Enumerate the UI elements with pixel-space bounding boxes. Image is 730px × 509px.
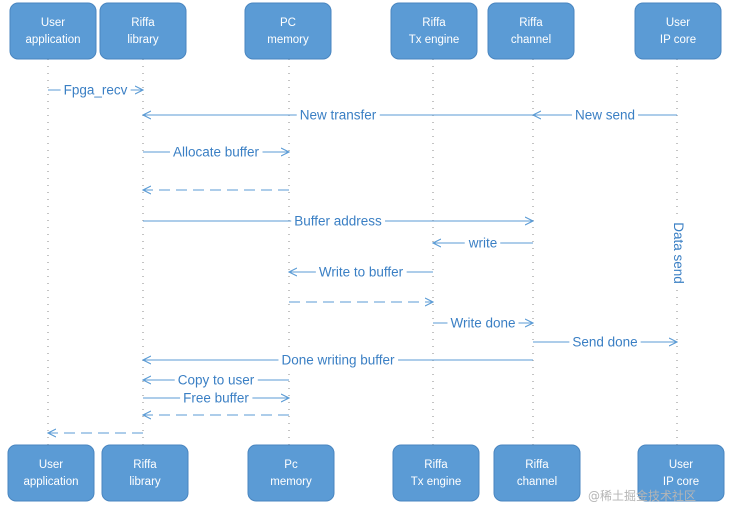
actor-top-label-line2: Tx engine (409, 34, 460, 46)
message-label-bg (180, 389, 253, 407)
actor-bottom-box (637, 444, 725, 502)
actor-bottom-label-line1: Riffa (133, 459, 157, 471)
actor-top-box (9, 2, 97, 60)
message-label: Write done (450, 316, 515, 331)
message-label: Write to buffer (319, 265, 404, 280)
actor-top-label-line1: Riffa (131, 17, 155, 29)
actor-top-label-line1: Riffa (519, 17, 543, 29)
data-send-note: Data send (671, 222, 686, 284)
actor-top-label-line2: IP core (660, 34, 696, 46)
actor-bottom-box (493, 444, 581, 502)
message-label: New send (575, 108, 635, 123)
actor-bottom-label-line1: Riffa (525, 459, 549, 471)
actor-top-riffa_chan: Riffa channel (487, 2, 575, 60)
message-label: Send done (572, 335, 637, 350)
message-label-bg (60, 81, 131, 99)
actor-bottom-label-line2: channel (517, 476, 557, 488)
actor-bottom-label-line2: memory (270, 476, 312, 488)
message-label: Copy to user (178, 373, 255, 388)
message-2: New transfer (143, 106, 533, 124)
actor-top-label-line1: User (41, 17, 65, 29)
actor-bottom-tx_engine: Riffa Tx engine (392, 444, 480, 502)
actor-bottom-label-line2: IP core (663, 476, 699, 488)
actor-top-ip_core: User IP core (634, 2, 722, 60)
message-9: Write done (433, 314, 533, 332)
message-label-bg (174, 371, 258, 389)
message-7: Write to buffer (289, 263, 433, 281)
message-label-bg (315, 263, 407, 281)
actor-bottom-label-line1: Riffa (424, 459, 448, 471)
actor-top-tx_engine: Riffa Tx engine (390, 2, 478, 60)
actor-bottom-ip_core: User IP core (637, 444, 725, 502)
actor-top-label-line2: application (26, 34, 81, 46)
message-label-bg (569, 333, 641, 351)
actor-top-box (634, 2, 722, 60)
message-label-bg (296, 106, 380, 124)
actor-top-box (487, 2, 575, 60)
actor-top-label-line1: PC (280, 17, 296, 29)
actor-top-user_app: User application (9, 2, 97, 60)
message-6: write (433, 234, 533, 252)
message-0: Fpga_recv (48, 81, 143, 99)
actor-bottom-label-line2: library (129, 476, 161, 488)
message-5: Buffer address (143, 212, 533, 230)
message-label-bg (447, 314, 519, 332)
actor-bottom-label-line1: Pc (284, 459, 298, 471)
message-label: Buffer address (294, 214, 382, 229)
actor-bottom-pc_mem: Pc memory (247, 444, 335, 502)
actor-bottom-label-line1: User (669, 459, 693, 471)
message-label-bg (464, 234, 501, 252)
actor-top-box (244, 2, 332, 60)
message-12: Copy to user (143, 371, 289, 389)
message-label: Fpga_recv (64, 83, 128, 98)
message-label: Allocate buffer (173, 145, 260, 160)
message-label: write (468, 236, 498, 251)
actors-top: User application Riffa library PC memory Riffa… (9, 2, 722, 60)
actor-top-box (99, 2, 187, 60)
watermark: @稀土掘金技术社区 (588, 488, 696, 503)
actor-bottom-box (101, 444, 189, 502)
actor-bottom-label-line2: application (24, 476, 79, 488)
actor-bottom-riffa_chan: Riffa channel (493, 444, 581, 502)
actor-top-label-line1: Riffa (422, 17, 446, 29)
message-label: Free buffer (183, 391, 249, 406)
message-label-bg (291, 212, 386, 230)
message-3: Allocate buffer (143, 143, 289, 161)
actor-bottom-label-line2: Tx engine (411, 476, 462, 488)
actors-bottom: User application Riffa library Pc memory Riffa… (7, 444, 725, 502)
message-label-bg (169, 143, 263, 161)
data-send-note-bg (666, 219, 682, 287)
actor-bottom-box (392, 444, 480, 502)
message-11: Done writing buffer (143, 351, 533, 369)
actor-bottom-riffa_lib: Riffa library (101, 444, 189, 502)
message-label-bg (278, 351, 399, 369)
actor-top-riffa_lib: Riffa library (99, 2, 187, 60)
message-label: Done writing buffer (281, 353, 395, 368)
actor-bottom-box (7, 444, 95, 502)
actor-top-box (390, 2, 478, 60)
actor-bottom-user_app: User application (7, 444, 95, 502)
actor-top-label-line1: User (666, 17, 690, 29)
actor-top-pc_mem: PC memory (244, 2, 332, 60)
message-13: Free buffer (143, 389, 289, 407)
actor-top-label-line2: memory (267, 34, 309, 46)
actor-bottom-label-line1: User (39, 459, 63, 471)
message-1: New send (533, 106, 677, 124)
actor-top-label-line2: library (127, 34, 159, 46)
actor-bottom-box (247, 444, 335, 502)
actor-top-label-line2: channel (511, 34, 551, 46)
message-label: New transfer (300, 108, 377, 123)
message-label-bg (571, 106, 639, 124)
message-10: Send done (533, 333, 677, 351)
